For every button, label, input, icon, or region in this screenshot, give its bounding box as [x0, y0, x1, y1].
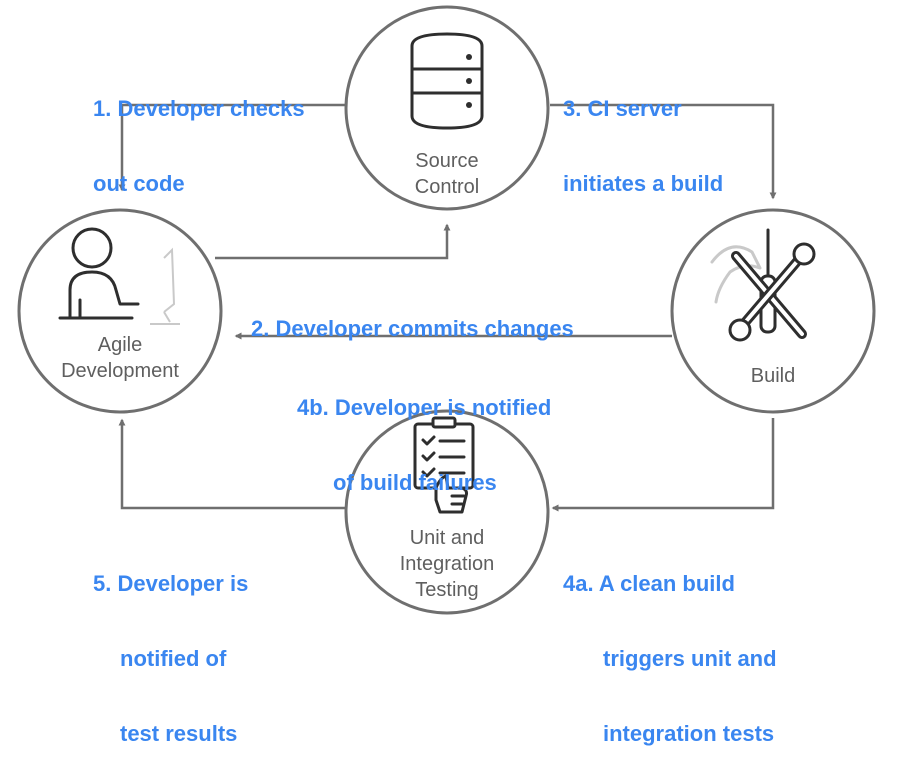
- agile-development-label: Agile Development: [61, 332, 179, 384]
- arrow-initiate-build: [550, 103, 777, 200]
- step-4a-label: 4a. A clean build triggers unit and inte…: [563, 521, 777, 771]
- ci-workflow-diagram: Source Control Agile Development Build U…: [17, 5, 876, 746]
- step-3-line1: 3. CI server: [563, 96, 682, 121]
- step-3-label: 3. CI server initiates a build: [563, 46, 723, 221]
- source-control-label-line2: Control: [414, 176, 480, 198]
- step-4b-line2: of build failures: [333, 470, 497, 495]
- step-4a-line1: 4a. A clean build: [563, 571, 735, 596]
- testing-label: Unit and Integration Testing: [400, 525, 495, 603]
- step-5-line1: 5. Developer is: [93, 571, 249, 596]
- testing-label-line2: Integration: [399, 553, 495, 575]
- step-5-line3: test results: [120, 721, 238, 746]
- arrow-trigger-tests: [551, 418, 775, 512]
- step-4b-label: 4b. Developer is notified of build failu…: [297, 345, 551, 520]
- developer-at-desk-icon: [58, 227, 140, 320]
- step-5-line2: notified of: [120, 646, 227, 671]
- step-2-label: 2. Developer commits changes: [251, 266, 574, 366]
- agile-development-node: [17, 208, 223, 414]
- database-icon: [410, 32, 484, 130]
- tools-icon: [710, 228, 816, 342]
- testing-label-line3: Testing: [415, 579, 479, 601]
- arrow-checkout-code: [118, 103, 346, 192]
- step-1-line2: out code: [93, 171, 185, 196]
- agile-development-label-line2: Development: [61, 360, 179, 382]
- testing-label-line1: Unit and: [409, 527, 485, 549]
- step-3-line2: initiates a build: [563, 171, 724, 196]
- source-control-label: Source Control: [415, 148, 479, 200]
- build-label: Build: [751, 363, 795, 389]
- source-control-label-line1: Source: [415, 150, 479, 172]
- step-1-label: 1. Developer checks out code: [93, 46, 305, 221]
- step-4a-line2: triggers unit and: [603, 646, 777, 671]
- step-2-line1: 2. Developer commits changes: [251, 316, 574, 341]
- monitor-icon: [150, 247, 180, 325]
- arrow-commit-changes: [215, 223, 451, 260]
- arrow-test-results: [118, 418, 346, 510]
- step-5-label: 5. Developer is notified of test results: [93, 521, 248, 771]
- diagram-canvas: [17, 5, 876, 615]
- build-label-line1: Build: [750, 365, 796, 387]
- checklist-thumbs-up-icon: [413, 416, 475, 514]
- step-4b-line1: 4b. Developer is notified: [297, 395, 552, 420]
- agile-development-label-line1: Agile: [97, 334, 143, 356]
- step-1-line1: 1. Developer checks: [93, 96, 305, 121]
- step-4a-line3: integration tests: [603, 721, 775, 746]
